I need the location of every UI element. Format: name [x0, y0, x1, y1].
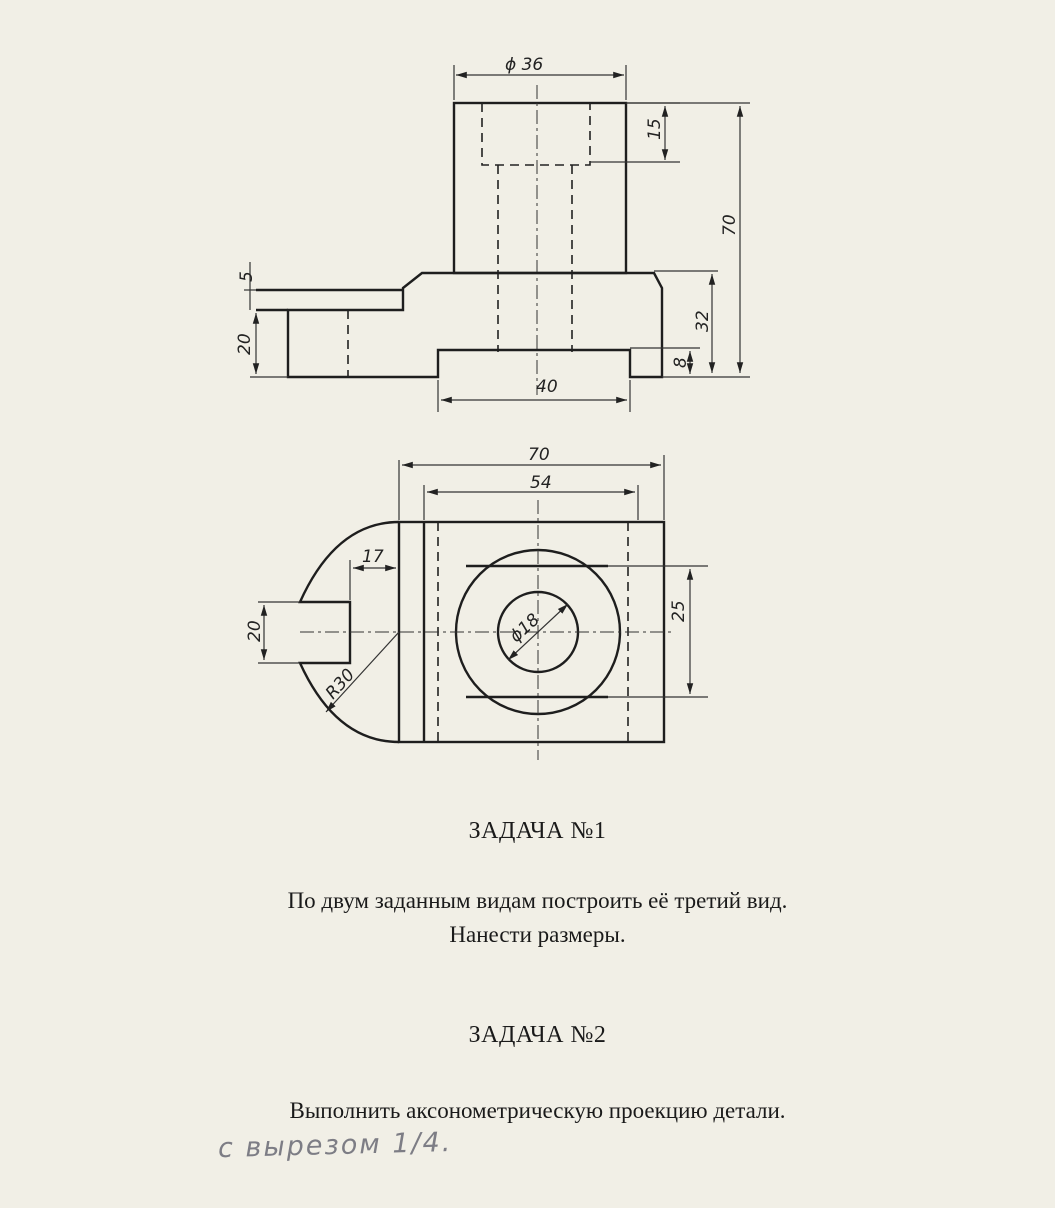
task1-line1: По двум заданным видам построить её трет…	[287, 888, 788, 913]
task2-title: ЗАДАЧА №2	[468, 1022, 607, 1048]
task1-description: По двум заданным видам построить её трет…	[10, 884, 1055, 952]
front-view: ϕ 36 15 70 32 8 40 5 20	[235, 55, 750, 412]
base-outline	[286, 271, 664, 379]
top-cylinder-outline	[452, 101, 628, 275]
dim-total-width: 70	[528, 445, 550, 465]
counterbore-hidden	[481, 103, 591, 166]
dim-flange-thickness: 5	[237, 271, 257, 282]
dim-total-height: 70	[720, 214, 740, 236]
task1-title: ЗАДАЧА №1	[468, 818, 607, 844]
dim-radius: R30	[322, 665, 359, 703]
technical-drawing: ϕ 36 15 70 32 8 40 5 20	[235, 55, 750, 760]
dim-inner-width: 54	[530, 473, 552, 493]
dim-counterbore-depth: 15	[645, 118, 665, 140]
dim-slot-depth: 17	[362, 547, 384, 567]
task2-description: Выполнить аксонометрическую проекцию дет…	[10, 1094, 1055, 1128]
handwritten-note: с вырезом 1/4.	[217, 1126, 453, 1165]
dim-lug-height: 20	[235, 333, 255, 355]
top-view: 70 54 17 20 R30 ϕ18 25	[245, 445, 708, 760]
dim-hole-diameter: ϕ18	[506, 610, 544, 647]
dim-base-height: 32	[693, 310, 713, 332]
dim-groove-width: 40	[536, 377, 558, 397]
dim-flat-width: 25	[669, 600, 689, 622]
dim-groove-depth: 8	[671, 357, 691, 368]
task1-line2: Нанести размеры.	[449, 922, 626, 947]
dim-top-diameter: ϕ 36	[505, 55, 543, 75]
dim-slot-width: 20	[245, 620, 265, 642]
task2-line1: Выполнить аксонометрическую проекцию дет…	[289, 1098, 786, 1123]
